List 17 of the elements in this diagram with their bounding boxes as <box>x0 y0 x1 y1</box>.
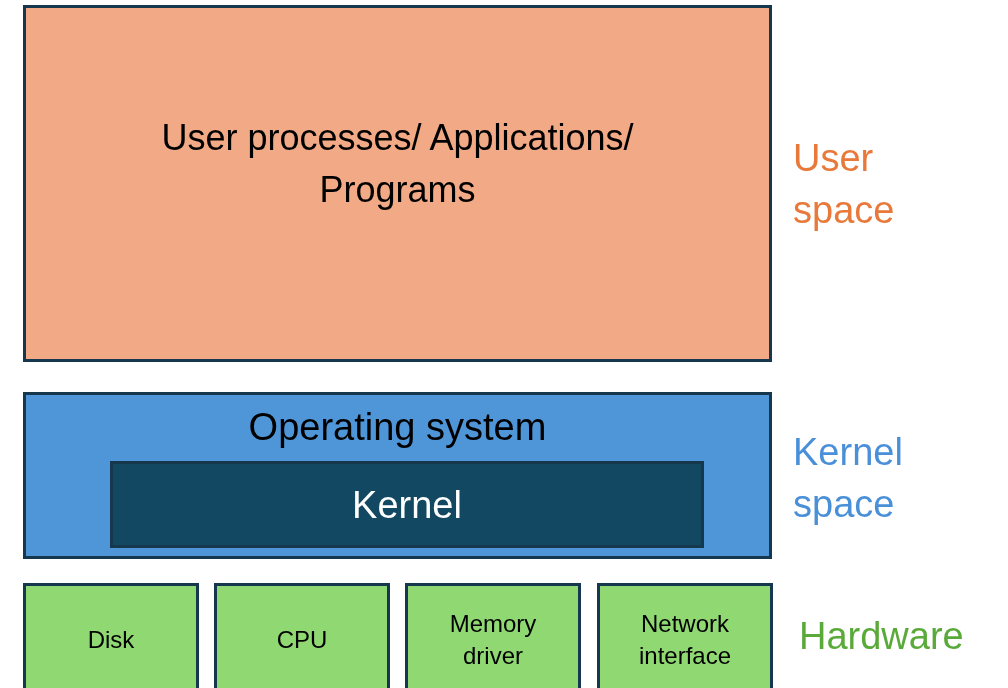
layer-label: Operating system <box>248 405 547 449</box>
kernel-box <box>110 461 704 548</box>
hardware-box <box>214 583 390 688</box>
operating-system-box <box>23 392 772 559</box>
layer-label: User processes/ Applications/ Programs <box>160 115 635 212</box>
layer-label: CPU <box>276 625 328 655</box>
layer-label: Memory driver <box>448 609 538 671</box>
layer-label: Kernel <box>352 482 462 527</box>
layer-label: Network interface <box>637 609 733 671</box>
hardware-box <box>23 583 199 688</box>
layer-name: Hardware <box>799 614 964 659</box>
layer-label: Disk <box>87 625 135 655</box>
hardware-box <box>405 583 581 688</box>
application-layer-box <box>23 5 772 362</box>
layer-name: User space <box>793 136 896 233</box>
layer-name: Kernel space <box>793 430 904 527</box>
hardware-box <box>597 583 773 688</box>
